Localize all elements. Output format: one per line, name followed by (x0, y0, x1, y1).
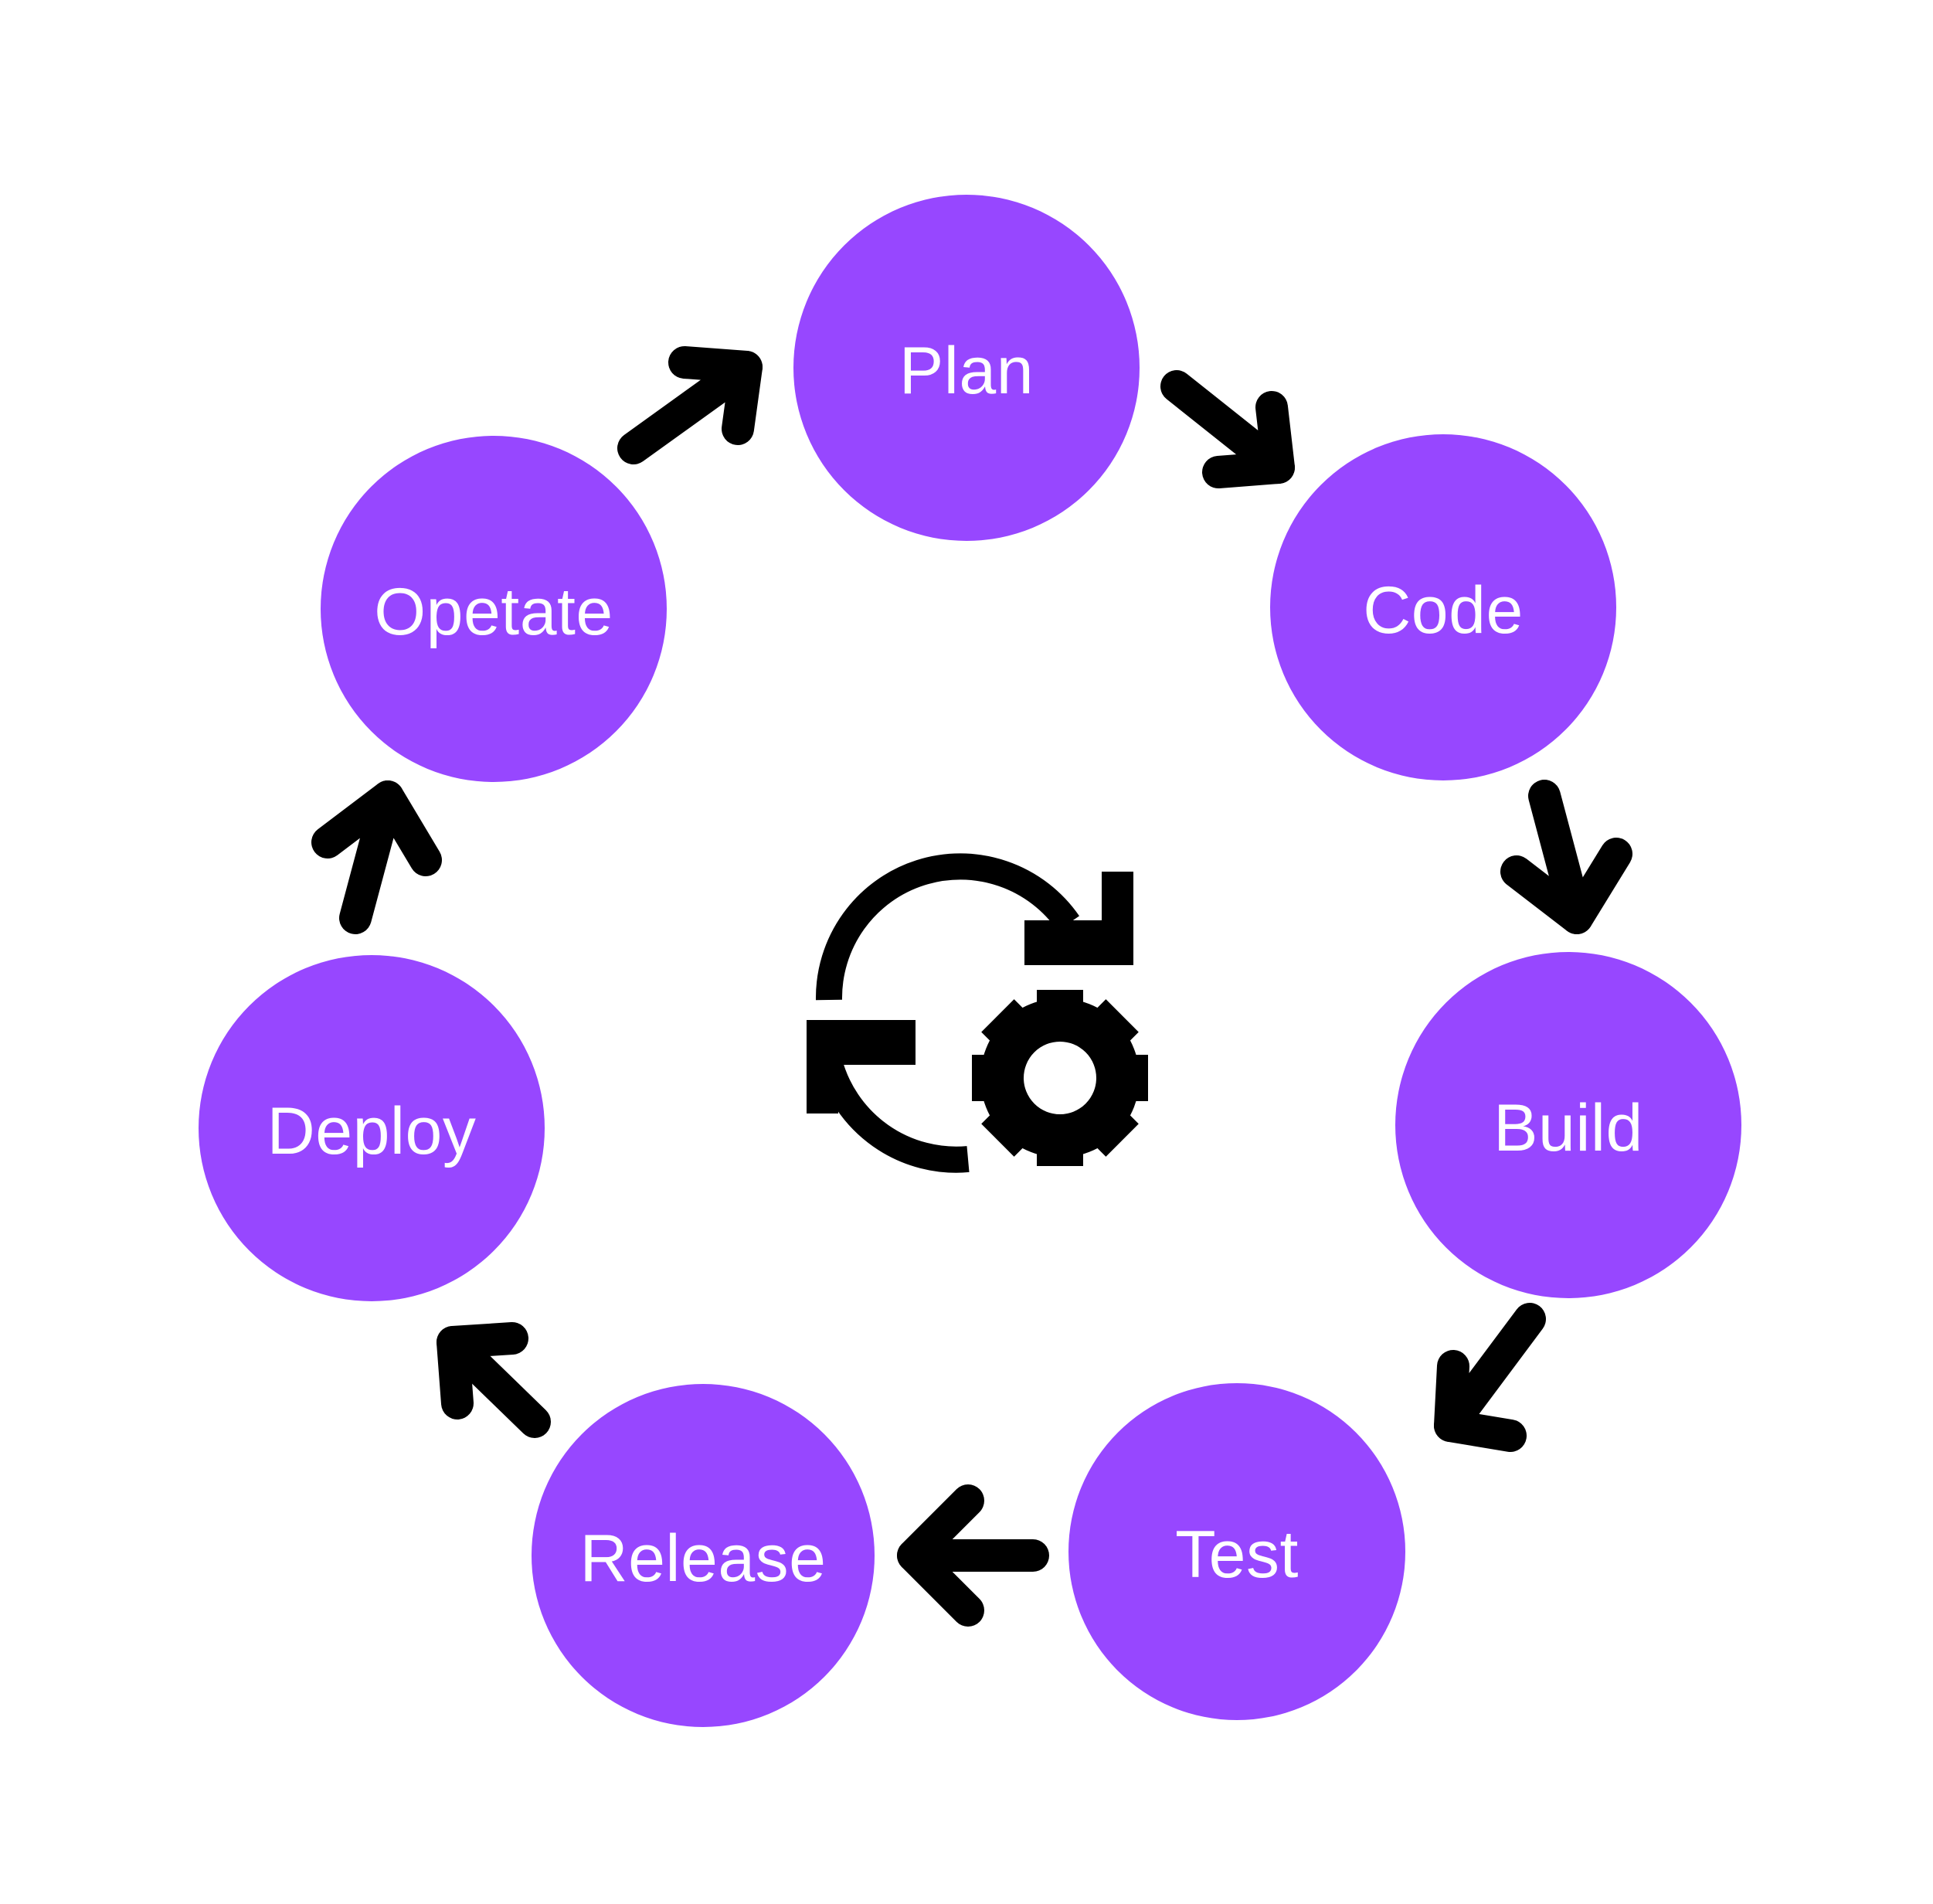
stage-label-code: Code (1363, 573, 1524, 648)
stage-label-opetate: Opetate (374, 575, 613, 649)
arrow-deploy-to-opetate (311, 780, 442, 934)
stage-nodes-group: Plan Code Build Test Release Deploy (199, 195, 1741, 1727)
stage-label-release: Release (579, 1522, 826, 1596)
cycle-arc-top-icon (815, 853, 1079, 1001)
stage-circle-build[interactable] (1395, 952, 1741, 1298)
stage-circle-code[interactable] (1270, 434, 1616, 780)
arrow-build-to-test (1434, 1303, 1546, 1452)
stage-node-build[interactable]: Build (1395, 952, 1741, 1298)
stage-node-deploy[interactable]: Deploy (199, 955, 545, 1301)
arrow-release-to-deploy (437, 1322, 551, 1438)
stage-node-opetate[interactable]: Opetate (321, 436, 667, 782)
cycle-arc-top-arrowhead-icon (1024, 872, 1133, 965)
stage-circle-plan[interactable] (793, 195, 1140, 541)
arrow-code-to-build (1500, 780, 1632, 934)
arrow-test-to-release (897, 1484, 1049, 1627)
stage-label-deploy: Deploy (267, 1094, 477, 1168)
cycle-gear-icon (807, 853, 1148, 1173)
cycle-arc-bottom-icon (816, 1057, 970, 1173)
stage-circle-opetate[interactable] (321, 436, 667, 782)
arrow-head-test-to-release (897, 1484, 984, 1627)
stage-label-plan: Plan (899, 334, 1034, 408)
stage-circle-release[interactable] (532, 1384, 875, 1727)
cycle-arc-bottom-arrowhead-icon (807, 1020, 916, 1114)
arrow-head-code-to-build (1500, 838, 1632, 934)
gear-ring-icon (980, 998, 1140, 1158)
arrow-head-build-to-test (1434, 1350, 1527, 1452)
stage-node-code[interactable]: Code (1270, 434, 1616, 780)
flow-arrows-group (311, 346, 1632, 1627)
arrow-head-release-to-deploy (437, 1322, 528, 1420)
stage-label-test: Test (1175, 1518, 1299, 1592)
gear-icon (972, 990, 1148, 1166)
arrow-head-plan-to-code (1202, 391, 1295, 488)
arrow-head-opetate-to-plan (668, 346, 763, 445)
stage-label-build: Build (1493, 1091, 1643, 1165)
stage-node-plan[interactable]: Plan (793, 195, 1140, 541)
arrow-opetate-to-plan (617, 346, 763, 464)
arrow-plan-to-code (1160, 370, 1295, 488)
stage-circle-deploy[interactable] (199, 955, 545, 1301)
stage-node-test[interactable]: Test (1068, 1383, 1405, 1720)
arrow-head-deploy-to-opetate (311, 780, 442, 876)
stage-circle-test[interactable] (1068, 1383, 1405, 1720)
stage-node-release[interactable]: Release (532, 1384, 875, 1727)
